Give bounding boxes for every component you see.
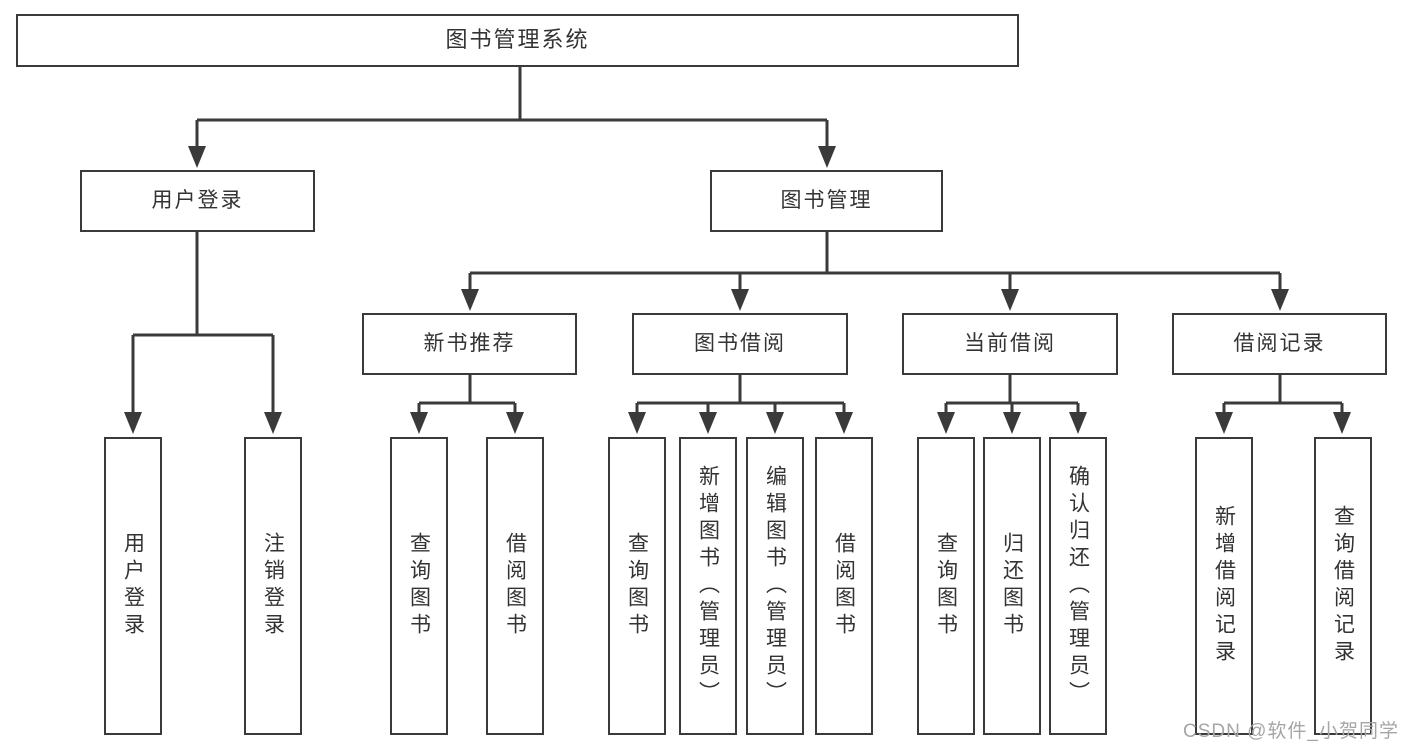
leaf-user-login: 用户登录 — [104, 437, 162, 735]
node-label: 新增图书（管理员） — [696, 464, 720, 708]
node-borrow-records: 借阅记录 — [1172, 313, 1387, 375]
leaf-edit-books-admin: 编辑图书（管理员） — [746, 437, 804, 735]
node-label: 注销登录 — [261, 532, 285, 640]
node-new-book-recommend: 新书推荐 — [362, 313, 577, 375]
node-label: 新书推荐 — [423, 332, 516, 356]
node-label: 新增借阅记录 — [1212, 505, 1236, 667]
node-book-borrow: 图书借阅 — [632, 313, 848, 375]
node-label: 借阅记录 — [1233, 332, 1326, 356]
node-book-management: 图书管理 — [710, 170, 943, 232]
node-label: 用户登录 — [151, 189, 244, 213]
node-label: 图书管理 — [780, 189, 873, 213]
node-label: 图书借阅 — [694, 332, 786, 356]
leaf-add-borrow-record: 新增借阅记录 — [1195, 437, 1253, 735]
node-label: 借阅图书 — [503, 532, 527, 640]
leaf-recommend-borrow-books: 借阅图书 — [486, 437, 544, 735]
csdn-watermark: CSDN @软件_小贺同学 — [1183, 721, 1399, 742]
leaf-borrow-query-books: 查询图书 — [608, 437, 666, 735]
node-user-login: 用户登录 — [80, 170, 315, 232]
node-current-borrow: 当前借阅 — [902, 313, 1118, 375]
node-label: 当前借阅 — [964, 332, 1056, 356]
leaf-confirm-return-admin: 确认归还（管理员） — [1049, 437, 1107, 735]
node-label: 图书管理系统 — [445, 27, 590, 53]
leaf-borrow-books: 借阅图书 — [815, 437, 873, 735]
node-label: 查询图书 — [934, 532, 958, 640]
node-label: 用户登录 — [121, 532, 145, 640]
node-library-management-system: 图书管理系统 — [16, 14, 1019, 67]
leaf-add-books-admin: 新增图书（管理员） — [679, 437, 737, 735]
node-label: 查询图书 — [625, 532, 649, 640]
node-label: 归还图书 — [1000, 532, 1024, 640]
leaf-current-query-books: 查询图书 — [917, 437, 975, 735]
node-label: 查询借阅记录 — [1331, 505, 1355, 667]
leaf-return-books: 归还图书 — [983, 437, 1041, 735]
node-label: 查询图书 — [407, 532, 431, 640]
node-label: 借阅图书 — [832, 532, 856, 640]
node-label: 编辑图书（管理员） — [763, 464, 787, 708]
leaf-query-borrow-record: 查询借阅记录 — [1314, 437, 1372, 735]
leaf-logout: 注销登录 — [244, 437, 302, 735]
node-label: 确认归还（管理员） — [1066, 464, 1090, 708]
leaf-recommend-query-books: 查询图书 — [390, 437, 448, 735]
